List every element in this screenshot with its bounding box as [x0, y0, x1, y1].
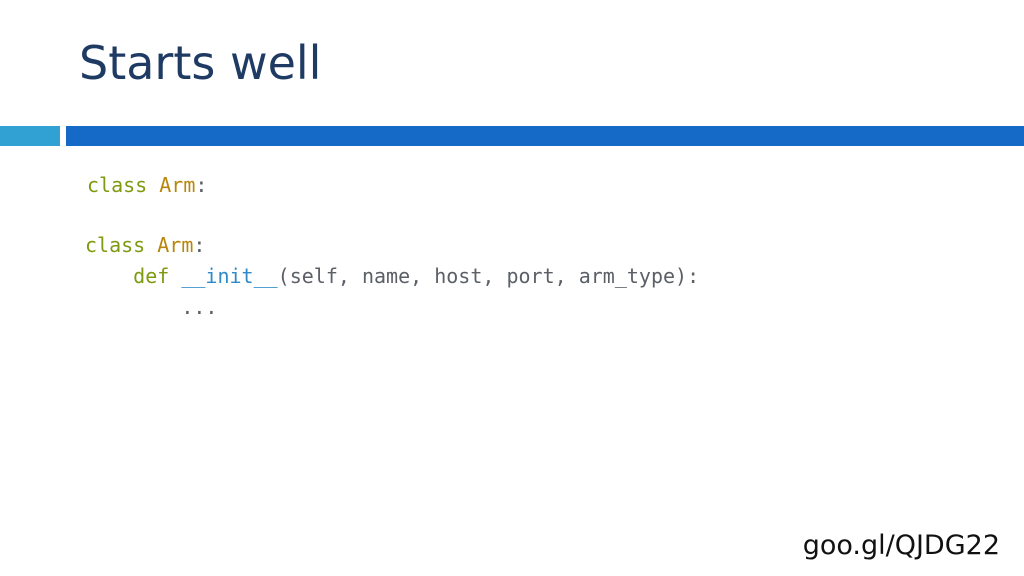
punctuation: :: [195, 173, 208, 197]
keyword: class: [87, 173, 148, 197]
title-rule-bar: [66, 126, 1024, 146]
keyword: def: [133, 264, 170, 288]
code-line: ...: [85, 295, 217, 319]
class-name: Arm: [159, 173, 196, 197]
punctuation: :: [193, 233, 206, 257]
footer-link[interactable]: goo.gl/QJDG22: [802, 530, 1000, 561]
class-name: Arm: [157, 233, 194, 257]
parameters: (self, name, host, port, arm_type):: [277, 264, 700, 288]
code-block-class-only: class Arm:: [87, 170, 207, 201]
title-rule-accent: [0, 126, 60, 146]
slide-title: Starts well: [79, 36, 322, 90]
code-line: class Arm:: [87, 173, 207, 197]
code-line: class Arm:: [85, 233, 205, 257]
ellipsis: ...: [181, 295, 218, 319]
keyword: class: [85, 233, 146, 257]
function-name: __init__: [181, 264, 278, 288]
code-line: def __init__(self, name, host, port, arm…: [85, 264, 699, 288]
code-block-class-init: class Arm: def __init__(self, name, host…: [85, 230, 699, 323]
